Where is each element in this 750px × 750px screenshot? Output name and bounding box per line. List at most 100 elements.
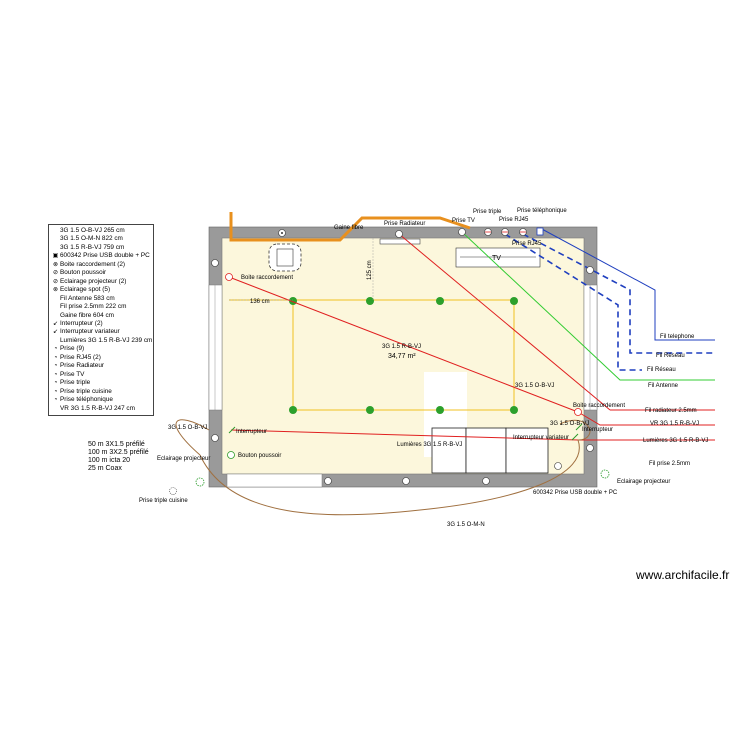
legend-item-label: Boite raccordement (2) bbox=[60, 260, 125, 268]
socket-right-1 bbox=[586, 266, 594, 274]
blue-cables bbox=[539, 227, 715, 341]
spot-5 bbox=[289, 406, 297, 414]
socket-rj45-2 bbox=[519, 228, 527, 236]
legend-item: ⊘Bouton poussoir bbox=[51, 269, 153, 277]
legend-item: ◔Prise téléphonique bbox=[51, 396, 153, 404]
legend-item-label: 3G 1.5 O-B-VJ 265 cm bbox=[60, 227, 125, 234]
legend-item: ▣600342 Prise USB double + PC bbox=[51, 252, 153, 260]
socket-triple-1 bbox=[484, 228, 492, 236]
legend-symbol-icon: ◔ bbox=[53, 346, 58, 353]
label-fil-radiateur: Fil radiateur 2.5mm bbox=[645, 408, 697, 414]
label-interrupteur-variateur: Interrupteur variateur bbox=[513, 435, 569, 441]
legend-item: ◔Prise triple bbox=[51, 379, 153, 387]
label-prise-telephonique: Prise téléphonique bbox=[517, 208, 567, 214]
legend-item: 3G 1.5 O-B-VJ 265 cm bbox=[51, 227, 153, 235]
fixture-d bbox=[505, 427, 549, 474]
socket-tv bbox=[458, 228, 466, 236]
red-cables bbox=[228, 233, 715, 441]
label-fil-reseau-2: Fil Réseau bbox=[647, 367, 676, 373]
junction-box-1 bbox=[225, 273, 233, 281]
spot-3 bbox=[436, 297, 444, 305]
legend-symbol-icon: ▣ bbox=[52, 253, 59, 260]
blue-dashed-cables bbox=[504, 233, 715, 371]
legend-item: ⊘Eclairage projecteur (2) bbox=[51, 278, 153, 286]
spots bbox=[289, 297, 518, 414]
label-prise-triple: Prise triple bbox=[473, 209, 502, 215]
label-prise-rj45-top: Prise RJ45 bbox=[499, 217, 529, 223]
label-lumieres-inner: Lumières 3G 1.5 R-B-VJ bbox=[397, 442, 462, 448]
legend-symbol-icon: ⊗ bbox=[52, 287, 59, 294]
legend-item: ↙Interrupteur (2) bbox=[51, 320, 153, 328]
fil-antenne-cable bbox=[461, 231, 715, 381]
legend-symbol-icon: ◔ bbox=[53, 371, 58, 378]
legend-item: Fil prise 2.5mm 222 cm bbox=[51, 303, 153, 311]
label-boite-raccordement-1: Boite raccordement bbox=[241, 275, 293, 281]
order-list-item: 100 m 3X2.5 préfilé bbox=[88, 449, 149, 456]
label-bouton-poussoir: Bouton poussoir bbox=[238, 453, 281, 459]
legend-item-label: Prise téléphonique bbox=[60, 396, 113, 404]
label-room-cable: 3G 1.5 R-B-VJ bbox=[382, 344, 421, 350]
legend-item: ↙Interrupteur variateur bbox=[51, 328, 153, 336]
spot-2 bbox=[366, 297, 374, 305]
switch-right-icon bbox=[575, 423, 583, 431]
label-boite-raccordement-2: Boite raccordement bbox=[573, 403, 625, 409]
legend-item-label: Eclairage spot (5) bbox=[60, 286, 111, 294]
tv-unit bbox=[455, 247, 541, 268]
window-bottom bbox=[226, 473, 323, 488]
socket-right-2 bbox=[586, 444, 594, 452]
legend-item: ⊗Boite raccordement (2) bbox=[51, 261, 153, 269]
label-prise-radiateur: Prise Radiateur bbox=[384, 221, 425, 227]
legend-item: 3G 1.5 O-M-N 822 cm bbox=[51, 235, 153, 243]
label-fil-antenne: Fil Antenne bbox=[648, 383, 679, 389]
legend-item: ◔Prise triple cuisine bbox=[51, 388, 153, 396]
label-prise-rj45-inner: Prise RJ45 bbox=[512, 241, 542, 247]
socket-bottom-2 bbox=[402, 477, 410, 485]
switch-left-icon bbox=[228, 426, 236, 434]
socket-bottom-4 bbox=[554, 462, 562, 470]
socket-left-1 bbox=[211, 259, 219, 267]
legend-item-label: Fil prise 2.5mm 222 cm bbox=[60, 303, 127, 311]
projector-left-icon bbox=[195, 477, 205, 487]
socket-top-1 bbox=[278, 229, 286, 237]
legend-symbol-icon: ↙ bbox=[52, 329, 59, 336]
legend-item: 3G 1.5 R-B-VJ 759 cm bbox=[51, 244, 153, 252]
legend-item: Fil Antenne 583 cm bbox=[51, 295, 153, 303]
fixture-c bbox=[465, 427, 507, 474]
legend-item-label: Lumières 3G 1.5 R-B-VJ 239 cm bbox=[60, 336, 153, 344]
label-cable-omn: 3G 1.5 O-M-N bbox=[447, 522, 485, 528]
legend-item: ◔Prise Radiateur bbox=[51, 362, 153, 370]
legend-item-label: Interrupteur variateur bbox=[60, 328, 120, 336]
legend-item-label: Prise RJ45 (2) bbox=[60, 353, 101, 361]
socket-bottom-3 bbox=[482, 477, 490, 485]
socket-left-2 bbox=[211, 434, 219, 442]
legend-item-label: 3G 1.5 O-M-N 822 cm bbox=[60, 235, 123, 243]
label-dim-125: 125 cm bbox=[367, 260, 373, 280]
legend-item-label: Prise triple cuisine bbox=[60, 387, 112, 395]
legend-symbol-icon: ↙ bbox=[52, 320, 59, 327]
legend-symbol-icon: ◔ bbox=[53, 388, 58, 395]
label-fil-reseau-1: Fil Réseau bbox=[656, 353, 685, 359]
legend-symbol-icon: ⊗ bbox=[52, 261, 59, 268]
legend-item-label: VR 3G 1.5 R-B-VJ 247 cm bbox=[60, 404, 135, 412]
label-vr: VR 3G 1.5 R-B-VJ bbox=[650, 421, 699, 427]
label-room-area: 34,77 m² bbox=[388, 353, 416, 360]
legend-item-label: Fil Antenne 583 cm bbox=[60, 294, 115, 302]
watermark: www.archifacile.fr bbox=[636, 568, 730, 582]
socket-kitchen bbox=[169, 487, 177, 495]
label-prise-triple-cuisine: Prise triple cuisine bbox=[139, 498, 188, 504]
junction-box-2 bbox=[574, 408, 582, 416]
label-lumieres-right: Lumières 3G 1.5 R-B-VJ bbox=[643, 438, 708, 444]
legend-item-label: Prise TV bbox=[60, 370, 85, 378]
gaine-fibre bbox=[229, 212, 471, 242]
window-left bbox=[208, 284, 223, 411]
order-list-item: 50 m 3X1.5 préfilé bbox=[88, 441, 145, 448]
bouton-poussoir-icon bbox=[227, 451, 235, 459]
radiator bbox=[379, 238, 421, 245]
fixture-b bbox=[431, 427, 467, 474]
legend-symbol-icon: ◔ bbox=[53, 354, 58, 361]
label-fil-telephone: Fil telephone bbox=[660, 334, 695, 340]
legend-item: Gaine fibre 604 cm bbox=[51, 312, 153, 320]
